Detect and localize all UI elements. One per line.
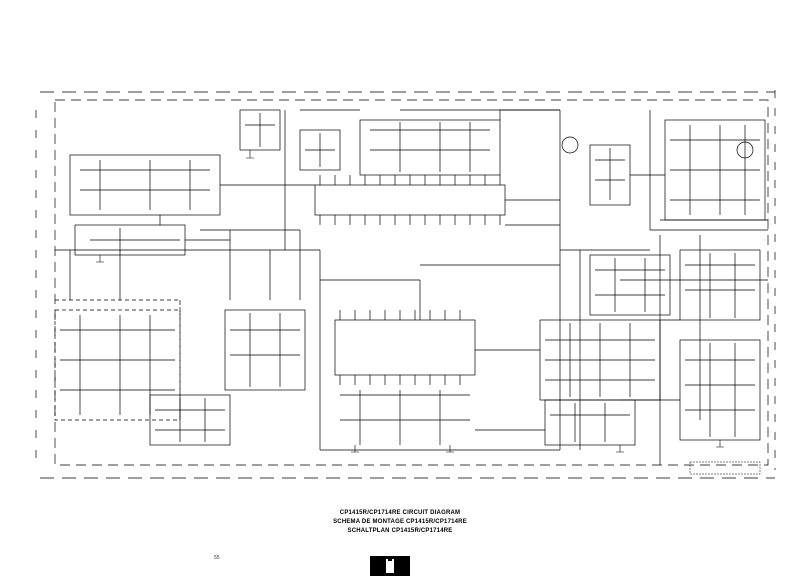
main-bus bbox=[55, 229, 768, 450]
brand-logo bbox=[370, 556, 410, 576]
caption-english: CP1415R/CP1714RE CIRCUIT DIAGRAM bbox=[339, 510, 461, 516]
page-number: 55 bbox=[214, 555, 220, 561]
legend-box bbox=[689, 461, 761, 475]
ic-top bbox=[314, 184, 506, 216]
block-audio bbox=[54, 309, 181, 421]
block-video-if bbox=[69, 154, 221, 216]
outer-frame bbox=[40, 91, 775, 479]
caption-german: SCHALTPLAN CP1415R/CP1714RE bbox=[347, 528, 453, 534]
block-power bbox=[589, 254, 671, 316]
caption-french: SCHEMA DE MONTAGE CP1415R/CP1714RE bbox=[333, 519, 467, 525]
logo-glyph bbox=[386, 558, 394, 573]
ic-bottom bbox=[334, 319, 476, 376]
